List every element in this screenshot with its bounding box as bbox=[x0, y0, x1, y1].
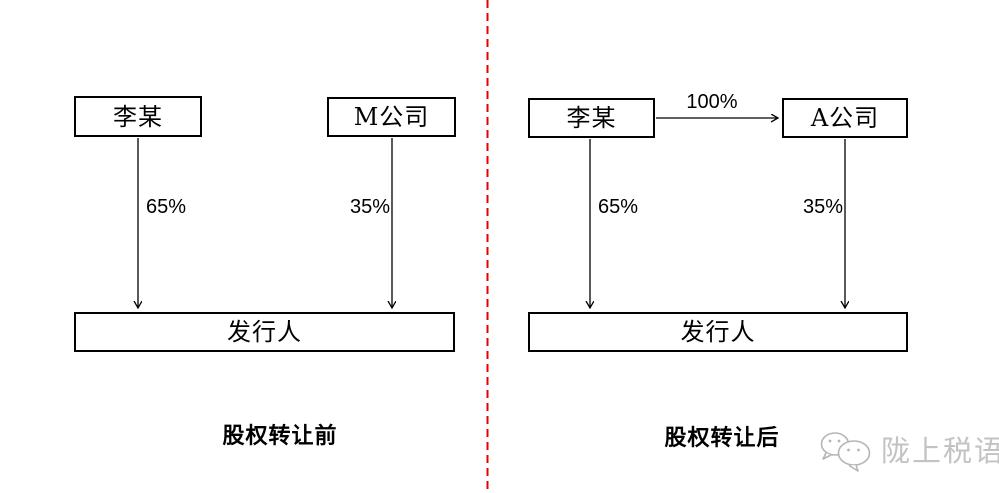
edge-label-before-35: 35% bbox=[349, 196, 390, 218]
node-after-issuer: 发行人 bbox=[528, 312, 908, 352]
watermark-text: 陇上税语 bbox=[881, 433, 999, 468]
edge-label-after-35: 35% bbox=[802, 196, 843, 218]
node-after-holder1: 李某 bbox=[528, 98, 655, 138]
caption-before: 股权转让前 bbox=[222, 423, 338, 449]
node-before-issuer: 发行人 bbox=[74, 312, 455, 352]
edge-label-after-100: 100% bbox=[686, 91, 738, 113]
node-before-holder2: M公司 bbox=[327, 97, 456, 137]
wechat-chat-bubbles-icon bbox=[820, 432, 871, 472]
watermark: 陇上税语 bbox=[818, 430, 999, 472]
edge-label-after-65: 65% bbox=[598, 196, 639, 218]
edge-label-before-65: 65% bbox=[146, 196, 187, 218]
caption-after: 股权转让后 bbox=[664, 425, 780, 451]
node-before-holder1: 李某 bbox=[74, 96, 202, 137]
node-after-holder2: A公司 bbox=[782, 98, 908, 138]
